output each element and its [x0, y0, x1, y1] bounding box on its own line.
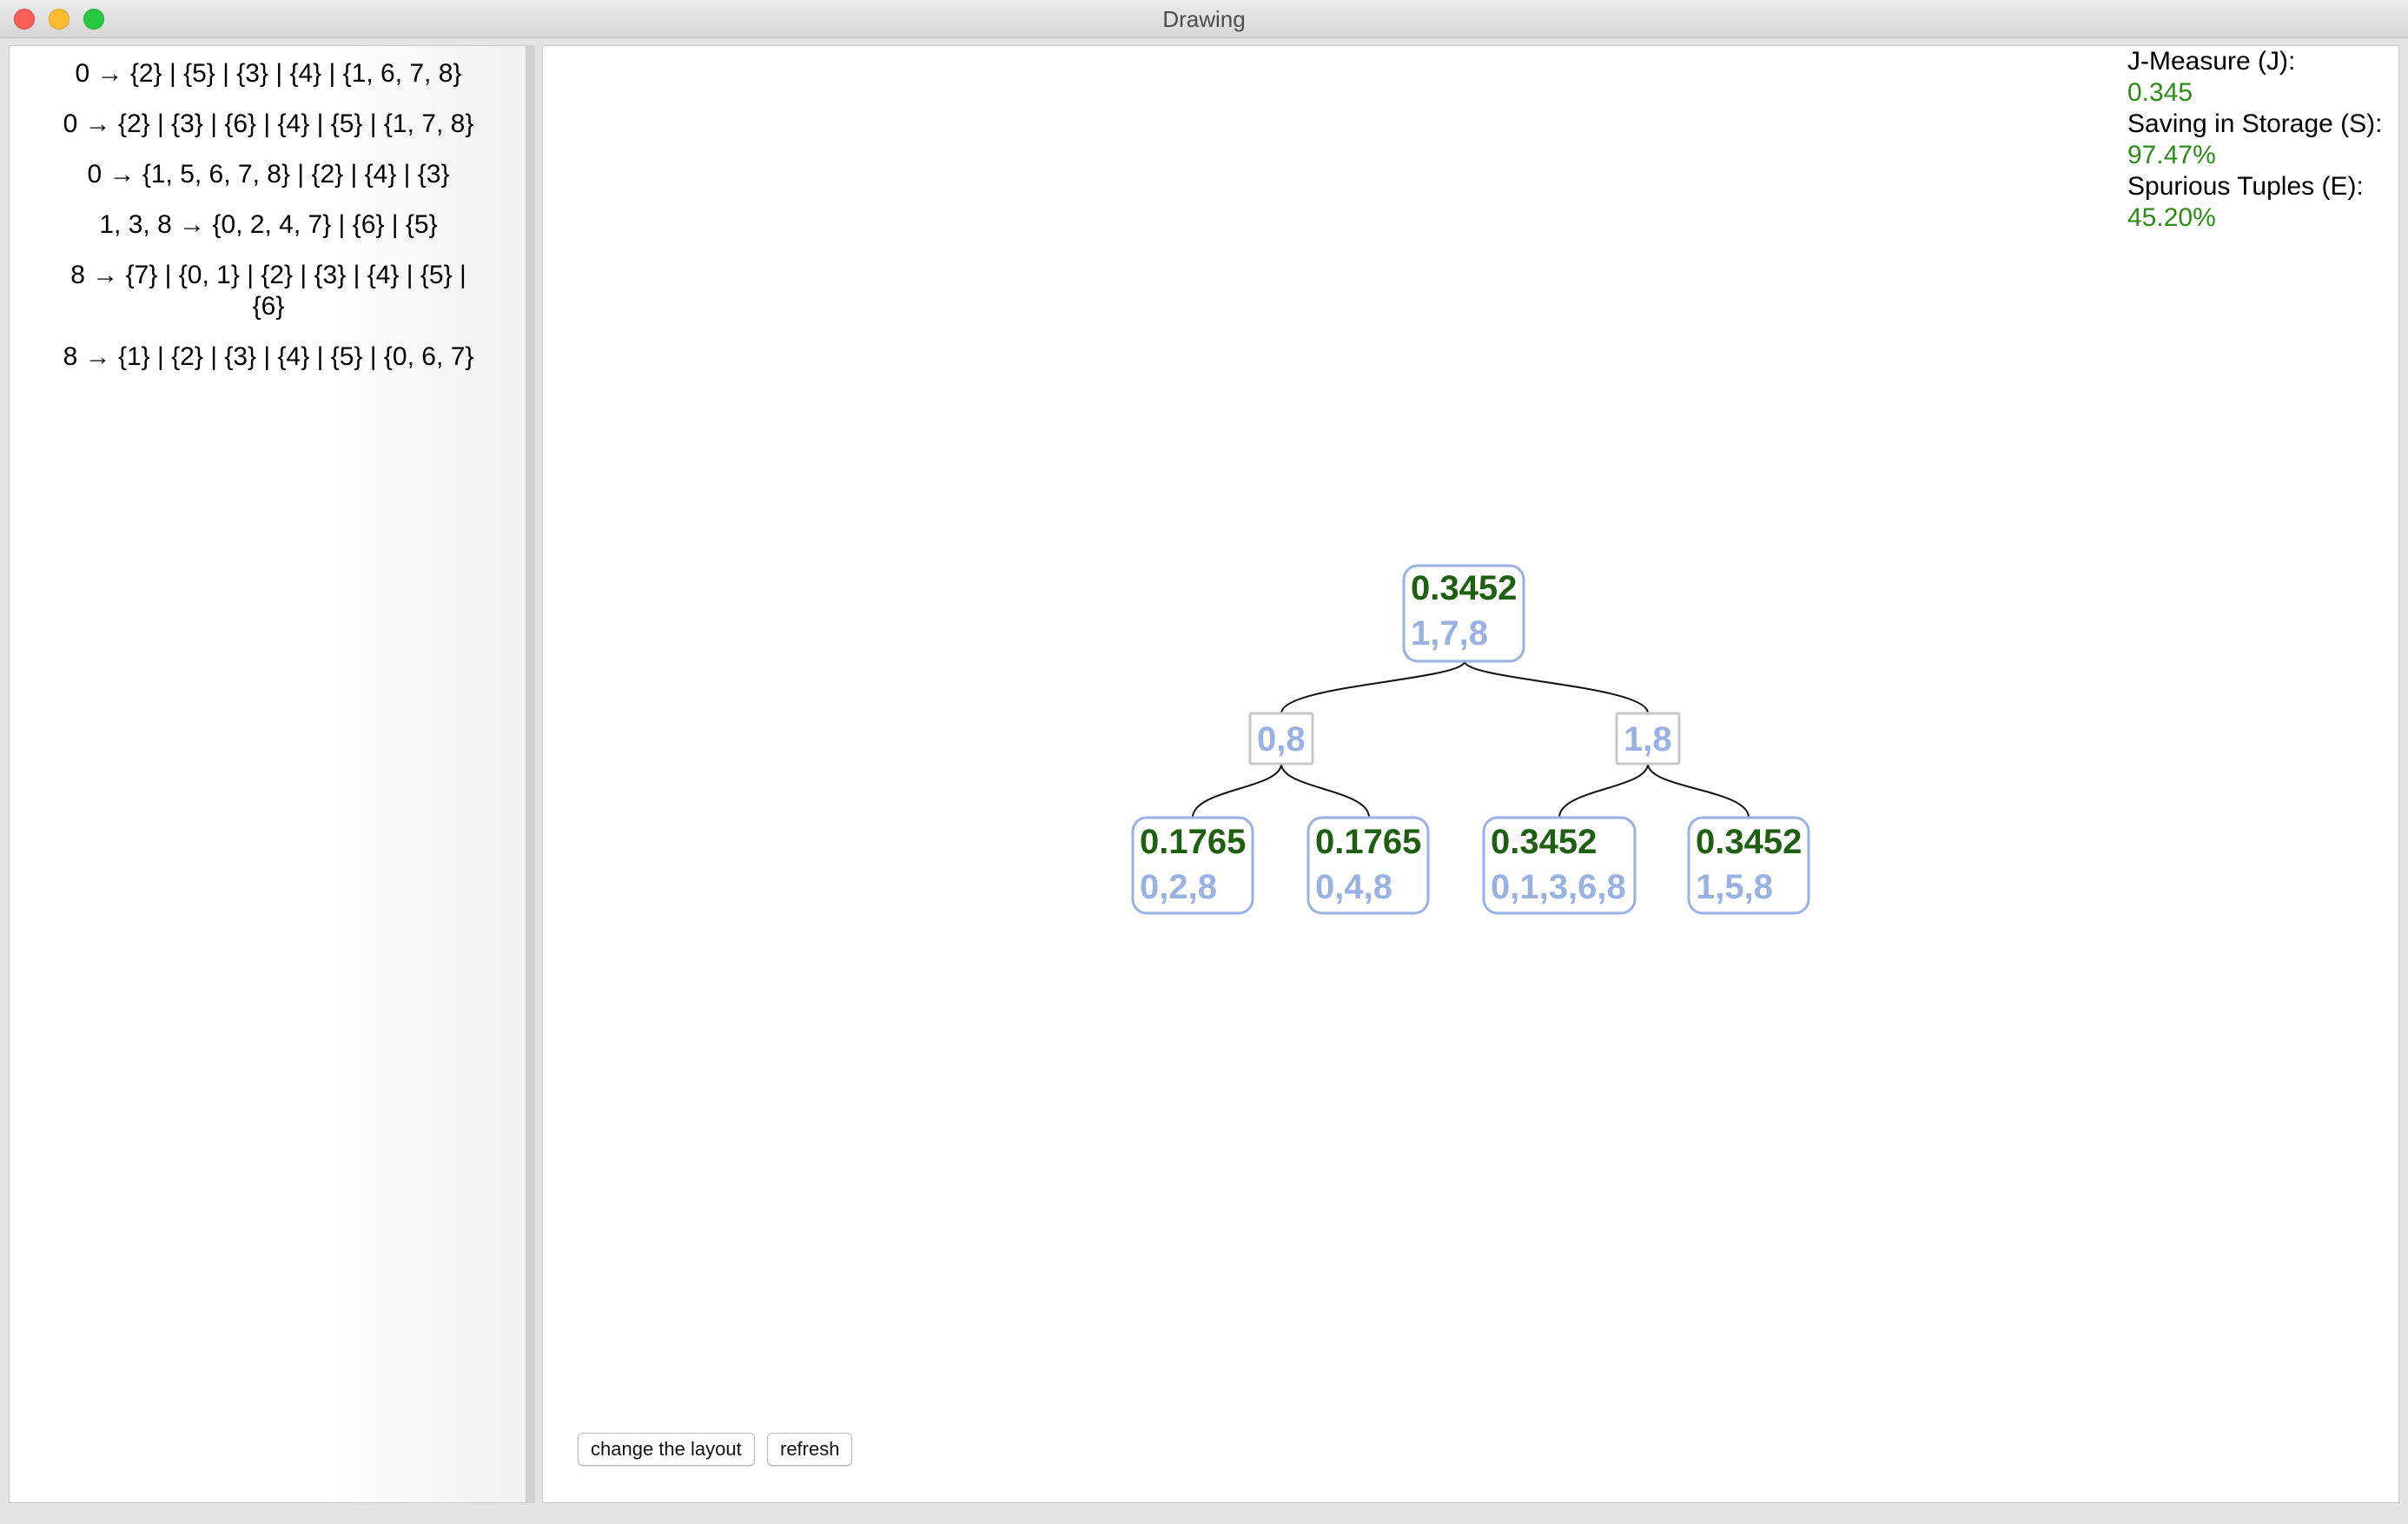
edge-right-leaf4 [1647, 763, 1750, 818]
rules-list: 0 → {2} | {5} | {3} | {4} | {1, 6, 7, 8}… [10, 46, 527, 373]
rule-item[interactable]: 0 → {2} | {5} | {3} | {4} | {1, 6, 7, 8} [75, 59, 462, 88]
edge-root-right [1464, 660, 1649, 714]
junction-tree: 0.3452 1,7,8 0,8 1,8 0.1765 0,2,8 0.1765 [1131, 564, 1810, 915]
edge-left-leaf2 [1280, 763, 1370, 818]
separator-node[interactable]: 0,8 [1248, 712, 1314, 765]
tree-node-root[interactable]: 0.3452 1,7,8 [1402, 564, 1525, 663]
node-attributes: 1,5,8 [1696, 868, 1773, 906]
edge-root-left [1280, 660, 1465, 714]
close-window-button[interactable] [14, 9, 35, 30]
node-score: 0.1765 [1315, 823, 1421, 861]
node-score: 0.3452 [1491, 823, 1597, 861]
node-score: 0.3452 [1696, 823, 1802, 861]
tree-node-leaf[interactable]: 0.1765 0,4,8 [1307, 816, 1430, 915]
node-score: 0.3452 [1411, 569, 1517, 607]
rule-item[interactable]: 8 → {7} | {0, 1} | {2} | {3} | {4} | {5}… [70, 261, 466, 321]
rule-item[interactable]: 1, 3, 8 → {0, 2, 4, 7} | {6} | {5} [99, 210, 438, 239]
spurious-tuples-label: Spurious Tuples (E): [2127, 172, 2364, 201]
refresh-button[interactable]: refresh [767, 1433, 853, 1466]
j-measure-value: 0.345 [2127, 78, 2193, 107]
metrics-panel: J-Measure (J): 0.345 Saving in Storage (… [2127, 46, 2405, 234]
minimize-window-button[interactable] [49, 9, 69, 30]
maximize-window-button[interactable] [83, 9, 104, 30]
rules-panel[interactable]: 0 → {2} | {5} | {3} | {4} | {1, 6, 7, 8}… [9, 45, 526, 1503]
node-attributes: 1,7,8 [1411, 614, 1488, 653]
tree-edges [1192, 660, 1750, 818]
spurious-tuples-value: 45.20% [2127, 203, 2216, 232]
separator-node[interactable]: 1,8 [1615, 712, 1681, 765]
edge-left-leaf1 [1192, 763, 1282, 818]
rule-item[interactable]: 0 → {2} | {3} | {6} | {4} | {5} | {1, 7,… [63, 109, 474, 138]
edge-right-leaf3 [1558, 763, 1649, 818]
separator-attributes: 1,8 [1624, 720, 1672, 759]
node-attributes: 0,4,8 [1315, 868, 1393, 906]
tree-node-leaf[interactable]: 0.3452 0,1,3,6,8 [1482, 816, 1637, 915]
node-score: 0.1765 [1140, 823, 1246, 861]
j-measure-label: J-Measure (J): [2127, 47, 2296, 76]
rule-item[interactable]: 0 → {1, 5, 6, 7, 8} | {2} | {4} | {3} [87, 160, 450, 189]
title-bar[interactable]: Drawing [0, 0, 2408, 38]
node-attributes: 0,2,8 [1140, 868, 1217, 906]
storage-saving-label: Saving in Storage (S): [2127, 109, 2383, 138]
change-layout-button[interactable]: change the layout [578, 1433, 755, 1466]
separator-attributes: 0,8 [1257, 720, 1306, 759]
tree-node-leaf[interactable]: 0.3452 1,5,8 [1687, 816, 1810, 915]
panel-splitter[interactable] [526, 45, 535, 1503]
drawing-canvas: J-Measure (J): 0.345 Saving in Storage (… [542, 45, 2399, 1503]
storage-saving-value: 97.47% [2127, 141, 2216, 169]
window-title: Drawing [1162, 6, 1246, 32]
rule-item[interactable]: 8 → {1} | {2} | {3} | {4} | {5} | {0, 6,… [63, 342, 474, 371]
window-bottom-edge [0, 1508, 2408, 1524]
tree-node-leaf[interactable]: 0.1765 0,2,8 [1131, 816, 1254, 915]
node-attributes: 0,1,3,6,8 [1491, 868, 1626, 906]
